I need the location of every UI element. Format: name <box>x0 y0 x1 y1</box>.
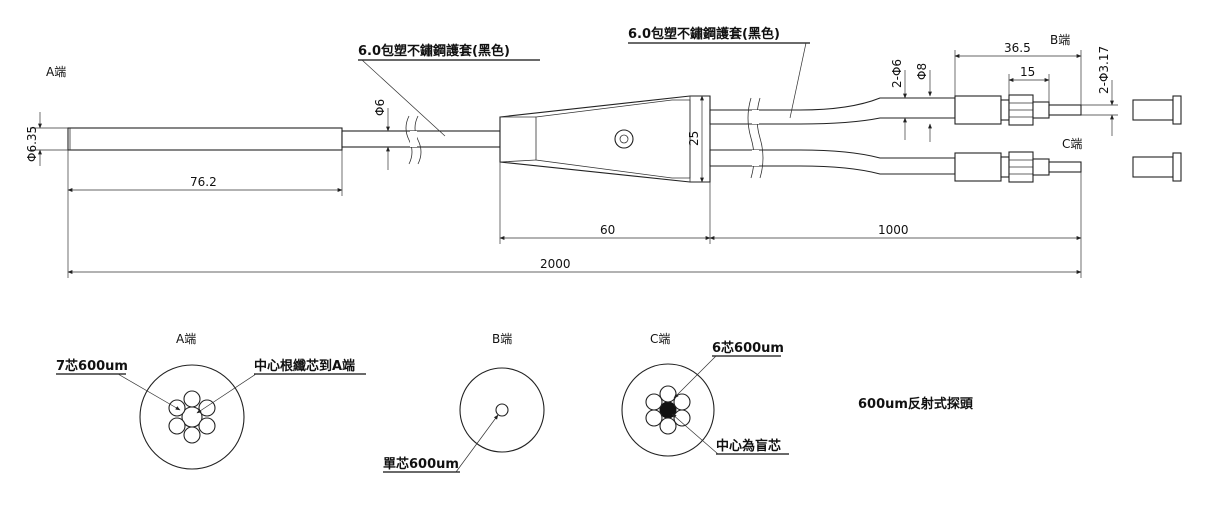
probe-tube <box>67 127 343 151</box>
section-c-title: C端 <box>650 332 670 346</box>
splitter-body <box>499 95 711 183</box>
section-c <box>621 363 715 457</box>
sheath-left <box>341 130 501 148</box>
note-blind-core: 中心為盲芯 <box>716 438 781 454</box>
dim-probe-dia: Φ6.35 <box>25 126 39 162</box>
dim-branch-length: 1000 <box>878 223 909 237</box>
note-center-fiber: 中心根纖芯到A端 <box>254 358 355 374</box>
note-6core: 6芯600um <box>712 340 784 356</box>
dim-tip-dia: 2-Φ3.17 <box>1097 46 1111 94</box>
dim-upper-dia: 2-Φ6 <box>890 59 904 88</box>
section-a-title: A端 <box>176 332 196 346</box>
dim-tip-len: 15 <box>1020 65 1035 79</box>
dim-body-height: 25 <box>687 131 701 146</box>
note-sheath-left: 6.0包塑不鏽鋼護套(黑色) <box>358 43 510 59</box>
branch-upper <box>709 97 956 125</box>
label-end-c: C端 <box>1062 137 1082 151</box>
section-b <box>459 367 545 453</box>
dim-tube-length: 76.2 <box>190 175 217 189</box>
connector-b <box>954 94 1082 126</box>
dim-conn-len: 36.5 <box>1004 41 1031 55</box>
break-mark-left <box>405 115 413 165</box>
dimension-lines <box>30 50 1118 278</box>
body-screw-icon <box>614 129 634 149</box>
note-7core: 7芯600um <box>56 358 128 374</box>
section-b-title: B端 <box>492 332 512 346</box>
dim-sheath-dia: Φ6 <box>373 99 387 116</box>
connector-c <box>954 151 1082 183</box>
probe-title: 600um反射式探頭 <box>858 396 974 412</box>
branch-lower <box>709 149 956 175</box>
dim-total-length: 2000 <box>540 257 571 271</box>
probe-assembly <box>67 94 1182 183</box>
dim-ferrule-dia: Φ8 <box>915 63 929 80</box>
note-single-core: 單芯600um <box>383 456 459 472</box>
dim-body-length: 60 <box>600 223 615 237</box>
dust-cap-upper <box>1132 95 1182 125</box>
label-end-a: A端 <box>46 65 66 79</box>
label-end-b: B端 <box>1050 33 1070 47</box>
section-a <box>139 364 245 470</box>
dust-cap-lower <box>1132 152 1182 182</box>
note-sheath-right: 6.0包塑不鏽鋼護套(黑色) <box>628 26 780 42</box>
